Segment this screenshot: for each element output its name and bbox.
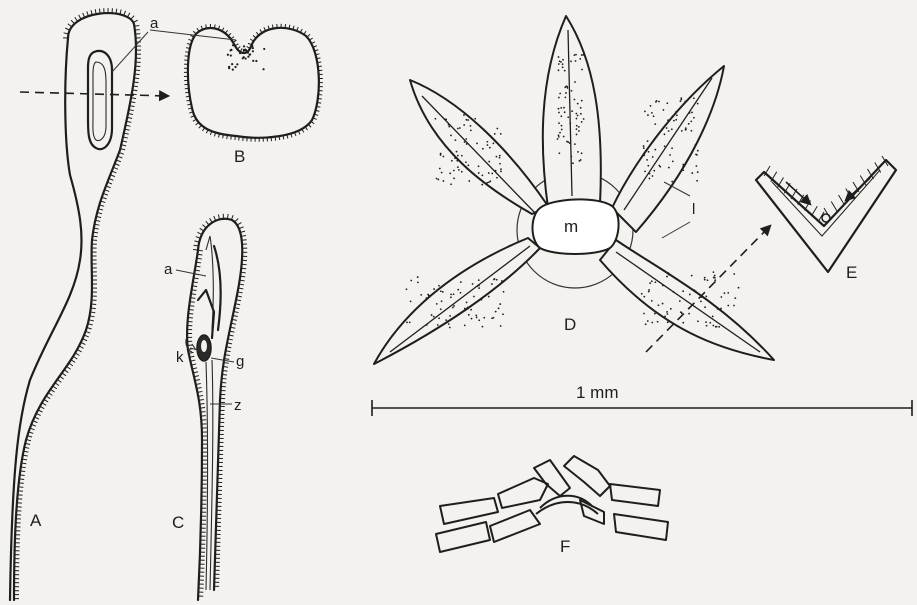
label-e: E: [846, 263, 857, 282]
figure-d-arm: [612, 66, 724, 232]
scale-bar: [372, 400, 912, 416]
label-a-c: a: [164, 261, 173, 278]
pointer-c-g: [211, 358, 234, 362]
figure-e-groove: [756, 156, 896, 272]
figure-b-stipple: [227, 44, 266, 71]
pointer-a-to-cavity: [112, 32, 148, 72]
label-g: g: [236, 353, 244, 370]
label-a-top: a: [150, 15, 159, 32]
figure-a-inner-cavity: [88, 51, 112, 149]
section-arrow-a-b: [20, 92, 168, 96]
figure-e-arrow-right: [846, 178, 870, 200]
figure-d-star: [374, 16, 774, 364]
label-d: D: [564, 315, 576, 334]
pointer-l-lower: [662, 222, 690, 238]
label-z: z: [234, 397, 242, 414]
figure-b-section: [150, 24, 323, 142]
label-l: l: [692, 201, 695, 218]
label-k: k: [176, 349, 184, 366]
label-m: m: [564, 217, 578, 236]
figure-d-arm: [600, 240, 774, 360]
label-c: C: [172, 513, 184, 532]
pointer-c-a: [176, 270, 206, 276]
label-f: F: [560, 537, 570, 556]
label-a: A: [30, 511, 42, 530]
label-b: B: [234, 147, 245, 166]
figure-d-arm: [410, 80, 548, 214]
figure-f-plates: [436, 456, 668, 552]
scale-bar-label: 1 mm: [576, 383, 619, 402]
